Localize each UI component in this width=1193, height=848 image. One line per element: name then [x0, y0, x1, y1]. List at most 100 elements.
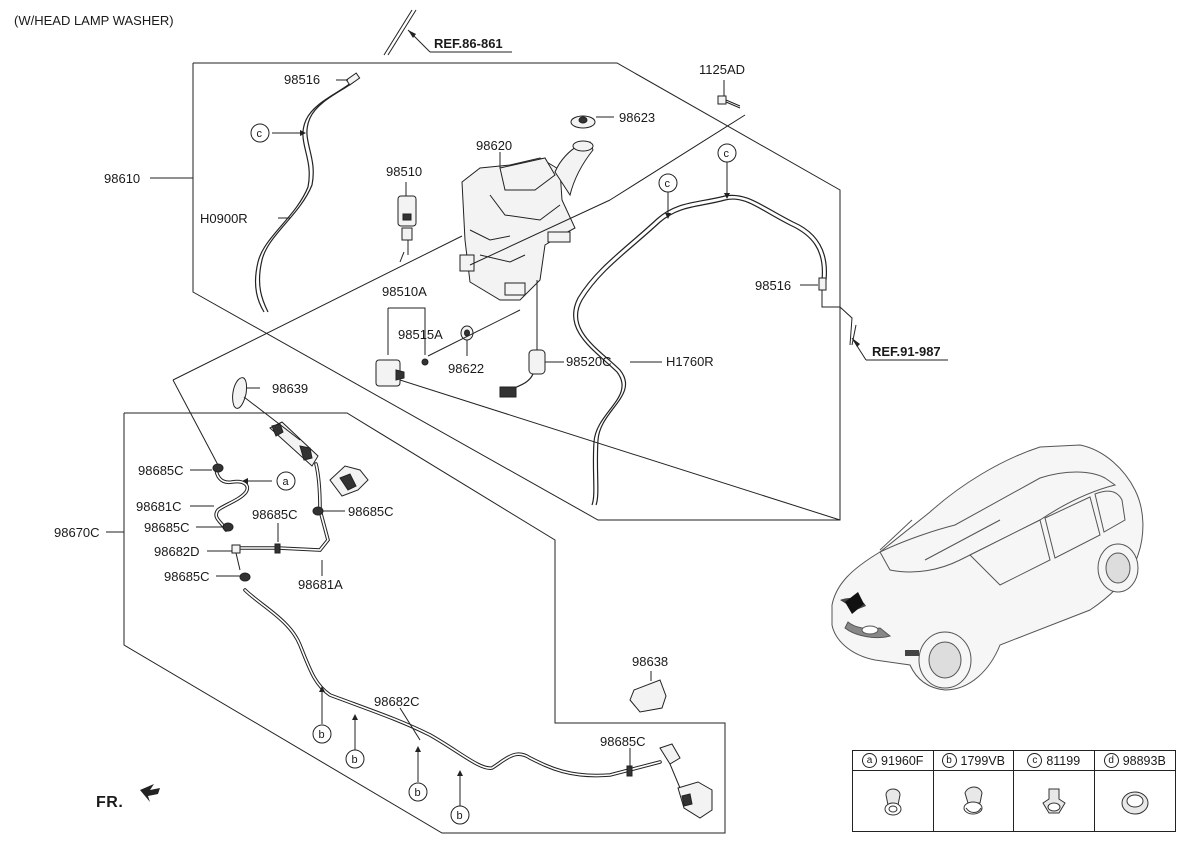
- legend-letter-a: a: [862, 753, 878, 768]
- label-h0900r[interactable]: H0900R: [200, 211, 248, 226]
- label-98620[interactable]: 98620: [476, 138, 512, 153]
- label-h1760r[interactable]: H1760R: [666, 354, 714, 369]
- label-98516-right[interactable]: 98516: [755, 278, 791, 293]
- svg-text:b: b: [352, 754, 358, 766]
- hose-98681c[interactable]: [214, 465, 250, 532]
- label-98610[interactable]: 98610: [104, 171, 140, 186]
- front-arrow-icon: [140, 784, 160, 802]
- legend-image-grommet-d: [1095, 771, 1176, 831]
- connector-98516-top[interactable]: [345, 72, 361, 86]
- label-98638[interactable]: 98638: [632, 654, 668, 669]
- callout-b-1[interactable]: b: [312, 724, 332, 744]
- label-98682c[interactable]: 98682C: [374, 694, 420, 709]
- clip-98685c-5[interactable]: [312, 506, 324, 516]
- callout-a[interactable]: a: [276, 471, 296, 491]
- label-98515a[interactable]: 98515A: [398, 327, 443, 342]
- grommet-98622[interactable]: [460, 325, 474, 341]
- svg-text:c: c: [724, 148, 730, 160]
- legend-header-b[interactable]: b 1799VB: [933, 751, 1014, 771]
- upper-leader-lines: [150, 79, 841, 521]
- label-98670c[interactable]: 98670C: [54, 525, 100, 540]
- svg-text:b: b: [457, 810, 463, 822]
- clip-c-icon: [1042, 788, 1066, 814]
- ref-top-leader: [383, 9, 512, 56]
- legend-image-clip-b: [934, 771, 1014, 831]
- legend-part-d: 98893B: [1122, 753, 1166, 768]
- lower-assembly-outline: [123, 412, 726, 834]
- svg-text:c: c: [257, 128, 263, 140]
- hose-98682c[interactable]: [243, 588, 662, 778]
- label-98685c-3[interactable]: 98685C: [252, 507, 298, 522]
- fastener-legend-table: a 91960F b 1799VB c 81199 d 98893B: [852, 750, 1176, 832]
- grommet-98515a[interactable]: [421, 358, 429, 366]
- cap-98623[interactable]: [570, 115, 596, 129]
- callout-c-1[interactable]: c: [250, 123, 270, 143]
- label-98623[interactable]: 98623: [619, 110, 655, 125]
- clip-98685c-4[interactable]: [239, 572, 251, 582]
- legend-letter-b: b: [941, 753, 957, 768]
- legend-image-clip-a: [853, 771, 934, 831]
- front-marker: FR.: [96, 794, 124, 811]
- clip-a-icon: [884, 788, 902, 816]
- ref-right-label[interactable]: REF.91-987: [872, 344, 941, 359]
- connector-98516-right[interactable]: [818, 277, 827, 291]
- clip-98685c-3[interactable]: [274, 543, 281, 554]
- callout-c-3[interactable]: c: [658, 173, 678, 193]
- svg-text:a: a: [283, 476, 290, 488]
- legend-letter-c: c: [1027, 753, 1043, 768]
- label-98681a[interactable]: 98681A: [298, 577, 343, 592]
- label-98685c-2[interactable]: 98685C: [144, 520, 190, 535]
- label-1125ad[interactable]: 1125AD: [699, 62, 745, 77]
- clip-98685c-1[interactable]: [212, 463, 224, 473]
- legend-part-a: 91960F: [881, 753, 924, 768]
- callout-b-4[interactable]: b: [450, 805, 470, 825]
- label-98685c-4[interactable]: 98685C: [164, 569, 210, 584]
- label-98685c-5[interactable]: 98685C: [348, 504, 394, 519]
- legend-header-a[interactable]: a 91960F: [853, 751, 934, 771]
- label-98510a[interactable]: 98510A: [382, 284, 427, 299]
- connector-98682d[interactable]: [231, 544, 241, 554]
- legend-letter-d: d: [1103, 753, 1119, 768]
- label-98639[interactable]: 98639: [272, 381, 308, 396]
- svg-text:b: b: [319, 729, 325, 741]
- ref-right-leader: [821, 287, 948, 361]
- nozzle-cover-98639[interactable]: [232, 377, 247, 409]
- label-98622[interactable]: 98622: [448, 361, 484, 376]
- legend-part-c: 81199: [1046, 753, 1081, 768]
- hose-h1760r: [576, 198, 824, 506]
- legend-part-b: 1799VB: [960, 753, 1005, 768]
- bolt-1125ad[interactable]: [717, 95, 741, 109]
- clip-b-icon: [963, 786, 983, 815]
- washer-cap-98638[interactable]: [629, 679, 667, 713]
- svg-text:b: b: [415, 787, 421, 799]
- pump-98510[interactable]: [397, 195, 417, 255]
- callout-c-2[interactable]: c: [717, 143, 737, 163]
- diagram-header-note: (W/HEAD LAMP WASHER): [14, 13, 174, 28]
- grommet-d-icon: [1121, 791, 1149, 815]
- lower-leader-lines: [106, 387, 652, 806]
- label-98685c-6[interactable]: 98685C: [600, 734, 646, 749]
- level-sensor-98520c[interactable]: [499, 280, 546, 398]
- label-98516-top[interactable]: 98516: [284, 72, 320, 87]
- vehicle-location-illustration: [831, 444, 1144, 691]
- nozzle-assembly[interactable]: [243, 396, 369, 497]
- reservoir-tank-98620[interactable]: [459, 140, 594, 301]
- pump-98510a[interactable]: [375, 359, 405, 387]
- label-98685c-1[interactable]: 98685C: [138, 463, 184, 478]
- callout-b-2[interactable]: b: [345, 749, 365, 769]
- ref-top-label[interactable]: REF.86-861: [434, 36, 503, 51]
- label-98520c[interactable]: 98520C: [566, 354, 612, 369]
- label-98681c[interactable]: 98681C: [136, 499, 182, 514]
- legend-header-c[interactable]: c 81199: [1014, 751, 1095, 771]
- legend-header-d[interactable]: d 98893B: [1094, 751, 1175, 771]
- callout-b-3[interactable]: b: [408, 782, 428, 802]
- clip-98685c-2[interactable]: [222, 522, 234, 532]
- hose-h0900r: [258, 79, 357, 313]
- svg-text:c: c: [665, 178, 671, 190]
- connection-line: [172, 235, 463, 381]
- legend-image-clip-c: [1014, 771, 1095, 831]
- washer-nozzle-right[interactable]: [659, 743, 713, 819]
- label-98510[interactable]: 98510: [386, 164, 422, 179]
- label-98682d[interactable]: 98682D: [154, 544, 200, 559]
